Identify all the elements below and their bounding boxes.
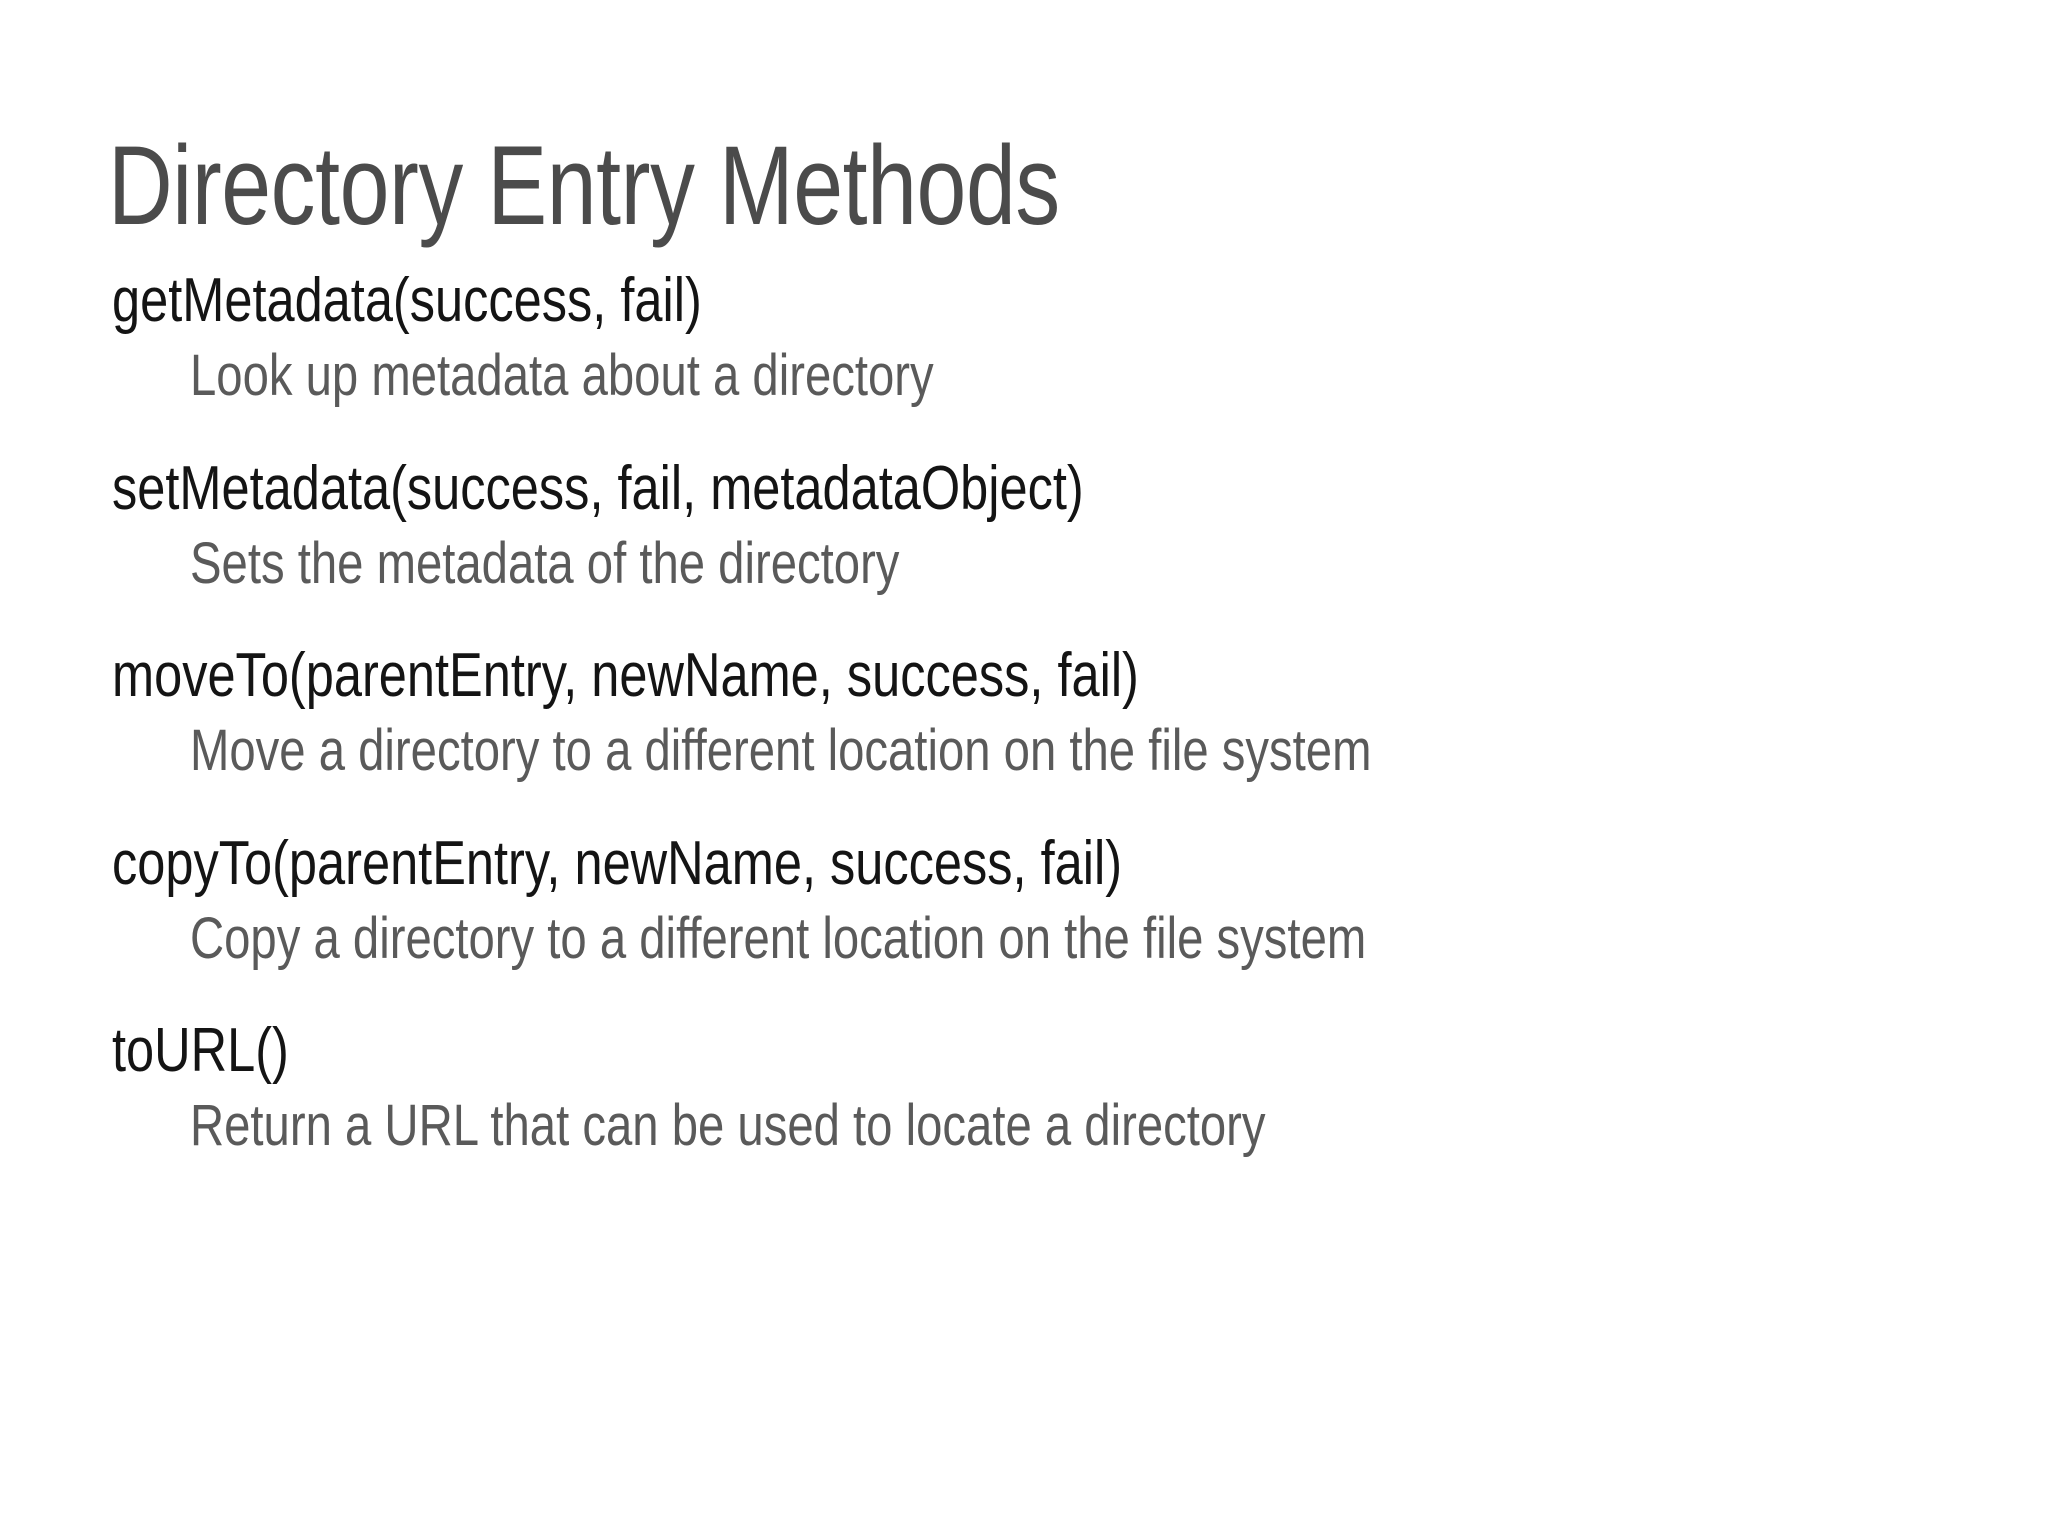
- method-signature: moveTo(parentEntry, newName, success, fa…: [112, 641, 1139, 711]
- method-entry-get-metadata: getMetadata(success, fail) Look up metad…: [0, 266, 2048, 408]
- method-list: getMetadata(success, fail) Look up metad…: [0, 266, 2048, 1159]
- method-signature: toURL(): [112, 1016, 289, 1086]
- page-title: Directory Entry Methods: [108, 123, 1060, 249]
- method-entry-copy-to: copyTo(parentEntry, newName, success, fa…: [0, 828, 2048, 971]
- method-entry-to-url: toURL() Return a URL that can be used to…: [0, 1016, 2048, 1159]
- method-description: Copy a directory to a different location…: [190, 905, 1367, 971]
- method-description: Return a URL that can be used to locate …: [190, 1093, 1266, 1159]
- method-entry-set-metadata: setMetadata(success, fail, metadataObjec…: [0, 453, 2048, 596]
- method-signature: copyTo(parentEntry, newName, success, fa…: [112, 828, 1123, 898]
- method-description: Look up metadata about a directory: [190, 342, 934, 408]
- method-description: Sets the metadata of the directory: [190, 530, 900, 596]
- method-signature: getMetadata(success, fail): [112, 266, 702, 335]
- method-entry-move-to: moveTo(parentEntry, newName, success, fa…: [0, 641, 2048, 784]
- method-signature: setMetadata(success, fail, metadataObjec…: [112, 453, 1084, 523]
- method-description: Move a directory to a different location…: [190, 718, 1372, 784]
